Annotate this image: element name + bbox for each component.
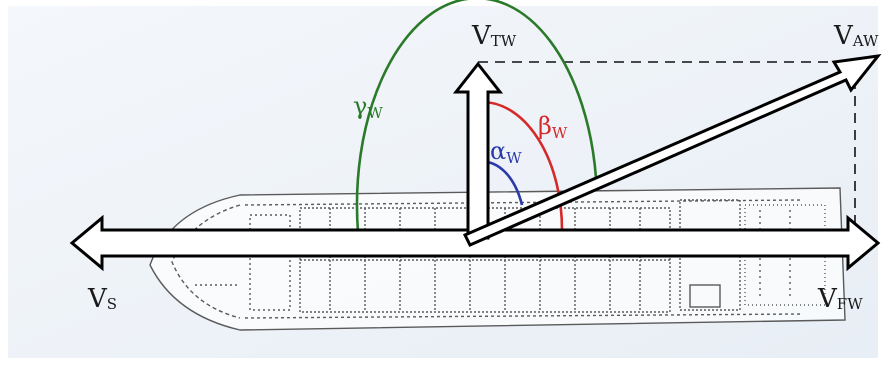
- gamma-arc: [355, 0, 598, 233]
- beta-w-label: βW: [538, 112, 568, 142]
- v-aw-label: VAW: [833, 21, 879, 51]
- cargo-hatches: [299, 207, 671, 313]
- gamma-w-label: γW: [353, 92, 383, 122]
- vector-sum-dashed-guide: [478, 61, 856, 236]
- ship-bow-lines: [171, 204, 241, 319]
- ship-deck-line-bottom: [244, 313, 801, 319]
- ship-hull-outline: [149, 187, 846, 331]
- v-tw-label: VTW: [471, 21, 517, 51]
- alpha-w-label: αW: [490, 137, 522, 167]
- v-aw-arrow: [462, 54, 882, 247]
- v-fw-label: VFW: [817, 284, 863, 314]
- v-tw-arrow: [452, 61, 504, 240]
- ship-plan-icon: [149, 187, 846, 331]
- v-s-label: VS: [87, 284, 117, 314]
- ship-bow-details: [195, 214, 291, 311]
